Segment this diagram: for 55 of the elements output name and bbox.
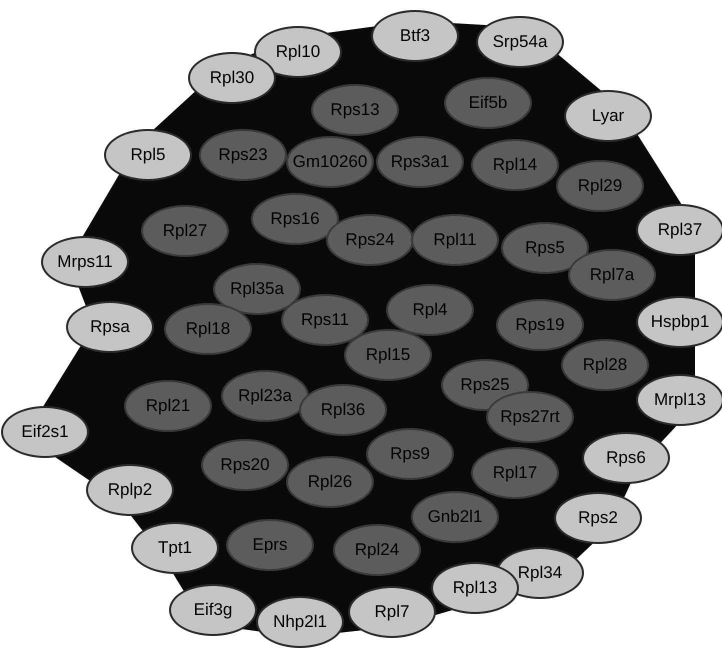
node-label: Rpl37 — [658, 220, 702, 240]
node-label: Rpl36 — [320, 400, 366, 420]
node-label: Rpl7a — [590, 265, 634, 285]
node-label: Gm10260 — [292, 152, 368, 172]
node-label: Rpl17 — [492, 463, 538, 483]
node-label: Rps25 — [460, 375, 510, 395]
node-label: Eif2s1 — [21, 422, 69, 442]
node-label: Rps5 — [525, 238, 565, 258]
node-label: Rps3a1 — [390, 152, 450, 172]
node-label: Rpl13 — [452, 578, 498, 598]
protein-node — [169, 584, 257, 636]
node-label: Lyar — [592, 106, 624, 126]
node-label: Rps9 — [390, 444, 430, 464]
node-label: Eprs — [252, 535, 288, 555]
node-label: Eif5b — [468, 93, 508, 113]
node-label: Rpl24 — [354, 540, 400, 560]
node-label: Rps13 — [330, 100, 380, 120]
node-label: Gnb2l1 — [428, 507, 482, 527]
node-label: Mrps11 — [57, 252, 113, 272]
node-label: Rpl11 — [433, 230, 477, 250]
node-label: Rpl10 — [276, 42, 320, 62]
node-label: Rpl23a — [238, 386, 292, 406]
node-label: Rpl7 — [374, 602, 410, 622]
node-label: Rpl35a — [230, 279, 284, 299]
node-label: Rps16 — [270, 209, 320, 229]
node-label: Rpl5 — [130, 145, 166, 165]
node-label: Srp54a — [492, 32, 548, 52]
node-label: Rps20 — [220, 455, 270, 475]
node-label: Btf3 — [400, 26, 430, 46]
node-label: Rps2 — [578, 508, 618, 528]
node-label: Rpsa — [90, 317, 130, 337]
node-label: Rpl28 — [582, 355, 628, 375]
node-label: Rps19 — [515, 315, 565, 335]
node-label: Rpl29 — [578, 176, 622, 196]
node-label: Rpl4 — [412, 300, 448, 320]
node-label: Rpl18 — [186, 319, 230, 339]
node-label: Rpl27 — [162, 221, 208, 241]
node-label: Rps6 — [606, 448, 646, 468]
node-label: Nhp2l1 — [273, 612, 327, 632]
node-label: Rpl21 — [146, 396, 190, 416]
node-label: Hspbp1 — [650, 312, 710, 332]
node-label: Rps27rt — [500, 407, 560, 427]
node-label: Mrpl13 — [654, 390, 706, 410]
node-label: Rpl34 — [518, 563, 562, 583]
node-label: Rps23 — [218, 145, 268, 165]
node-label: Rpl26 — [308, 472, 352, 492]
node-label: Tpt1 — [158, 538, 192, 558]
node-label: Rpl30 — [210, 68, 254, 88]
node-label: Eif3g — [194, 600, 232, 620]
protein-node — [636, 374, 722, 426]
node-label: Rps11 — [301, 310, 349, 330]
node-label: Rplp2 — [108, 480, 152, 500]
node-label: Rps24 — [345, 230, 395, 250]
node-label: Rpl14 — [492, 155, 538, 175]
node-label: Rpl15 — [366, 345, 410, 365]
